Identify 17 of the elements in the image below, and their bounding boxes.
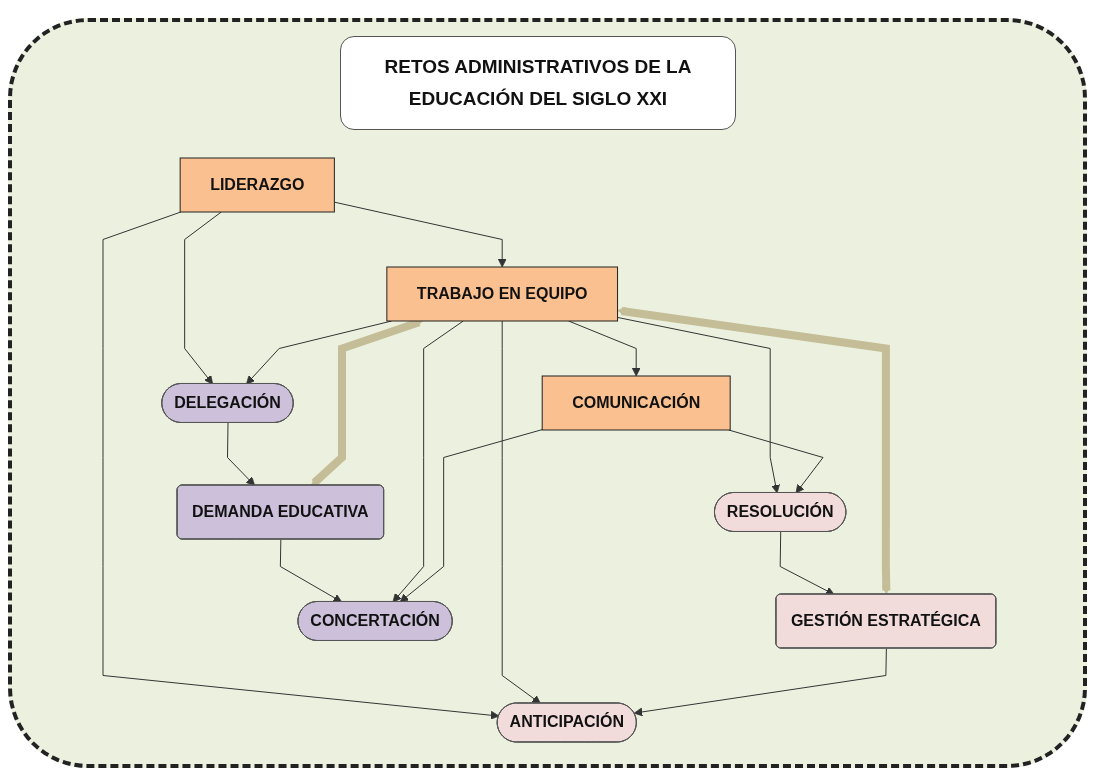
arrow bbox=[184, 211, 222, 385]
arrow bbox=[102, 211, 500, 720]
node-box: TRABAJO EN EQUIPO bbox=[386, 266, 619, 322]
node-box: COMUNICACIÓN bbox=[541, 375, 731, 431]
arrow bbox=[617, 316, 780, 494]
title-box: RETOS ADMINISTRATIVOS DE LA EDUCACIÓN DEL SIGLO XXI bbox=[340, 36, 736, 130]
arrow bbox=[227, 422, 256, 486]
arrow bbox=[279, 539, 343, 603]
arrow bbox=[399, 429, 543, 603]
node-box: LIDERAZGO bbox=[179, 157, 335, 213]
arrow bbox=[617, 307, 891, 595]
arrow bbox=[633, 648, 887, 717]
arrow bbox=[333, 201, 507, 268]
arrow bbox=[779, 531, 835, 595]
arrow bbox=[392, 320, 464, 603]
arrow bbox=[728, 429, 824, 494]
arrow bbox=[501, 320, 541, 704]
